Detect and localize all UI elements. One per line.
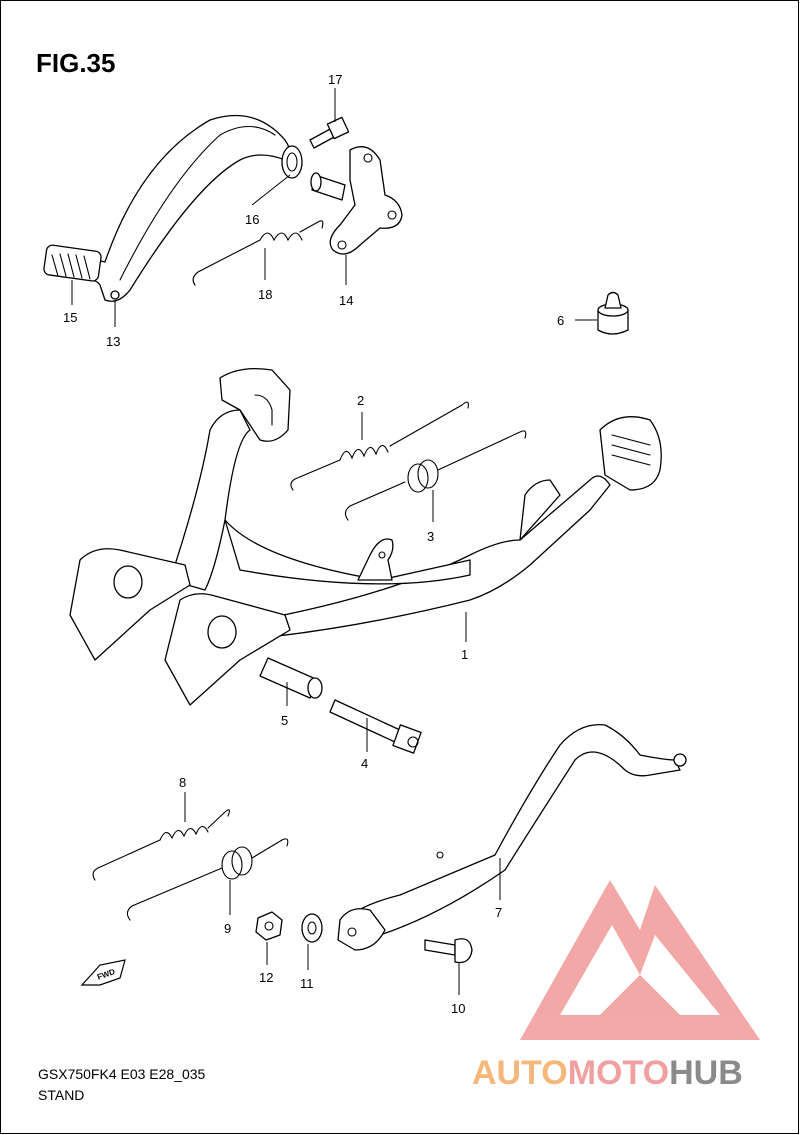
callout-4: 4 xyxy=(361,756,368,771)
diagram-section-name: STAND xyxy=(38,1087,85,1103)
part-brake-pedal xyxy=(43,114,291,302)
part-9-spring xyxy=(126,838,289,921)
watermark-text-moto: MOTO xyxy=(568,1054,669,1092)
fwd-arrow-icon: FWD xyxy=(80,959,126,986)
part-11-washer xyxy=(301,913,323,943)
callout-6: 6 xyxy=(557,313,564,328)
callout-7: 7 xyxy=(495,905,502,920)
callout-17: 17 xyxy=(328,72,342,87)
callout-11: 11 xyxy=(300,976,314,991)
part-7-side-stand xyxy=(337,724,687,951)
part-2-spring xyxy=(290,401,469,491)
part-10-bolt xyxy=(424,938,473,964)
part-1-center-stand xyxy=(69,367,662,706)
watermark-text: AUTOMOTOHUB xyxy=(472,1054,743,1092)
callout-5: 5 xyxy=(281,713,288,728)
callout-8: 8 xyxy=(179,775,186,790)
diagram-code: GSX750FK4 E03 E28_035 xyxy=(38,1066,206,1082)
part-14-bracket xyxy=(310,146,403,255)
part-5-collar xyxy=(259,657,323,699)
callout-14: 14 xyxy=(339,293,353,308)
callout-2: 2 xyxy=(357,393,364,408)
part-3-spring xyxy=(344,430,527,521)
callout-1: 1 xyxy=(461,647,468,662)
part-12-nut xyxy=(255,911,283,941)
part-8-spring xyxy=(92,809,230,881)
watermark-text-hub: HUB xyxy=(669,1054,743,1092)
callouts: 17 16 18 14 15 13 6 2 3 1 5 4 8 xyxy=(63,72,597,1016)
callout-15: 15 xyxy=(63,310,77,325)
part-16-bushing xyxy=(281,145,303,179)
part-17-bolt xyxy=(309,116,350,149)
part-6-stopper xyxy=(597,291,629,335)
part-18-spring xyxy=(192,220,324,286)
callout-12: 12 xyxy=(259,970,273,985)
callout-16: 16 xyxy=(245,212,259,227)
figure-title: FIG.35 xyxy=(36,48,116,78)
callout-9: 9 xyxy=(224,921,231,936)
watermark-text-auto: AUTO xyxy=(472,1054,568,1092)
watermark-logo xyxy=(520,880,760,1040)
callout-10: 10 xyxy=(451,1001,465,1016)
callout-13: 13 xyxy=(106,334,120,349)
callout-3: 3 xyxy=(427,529,434,544)
part-4-bolt xyxy=(329,699,422,754)
callout-18: 18 xyxy=(258,287,272,302)
